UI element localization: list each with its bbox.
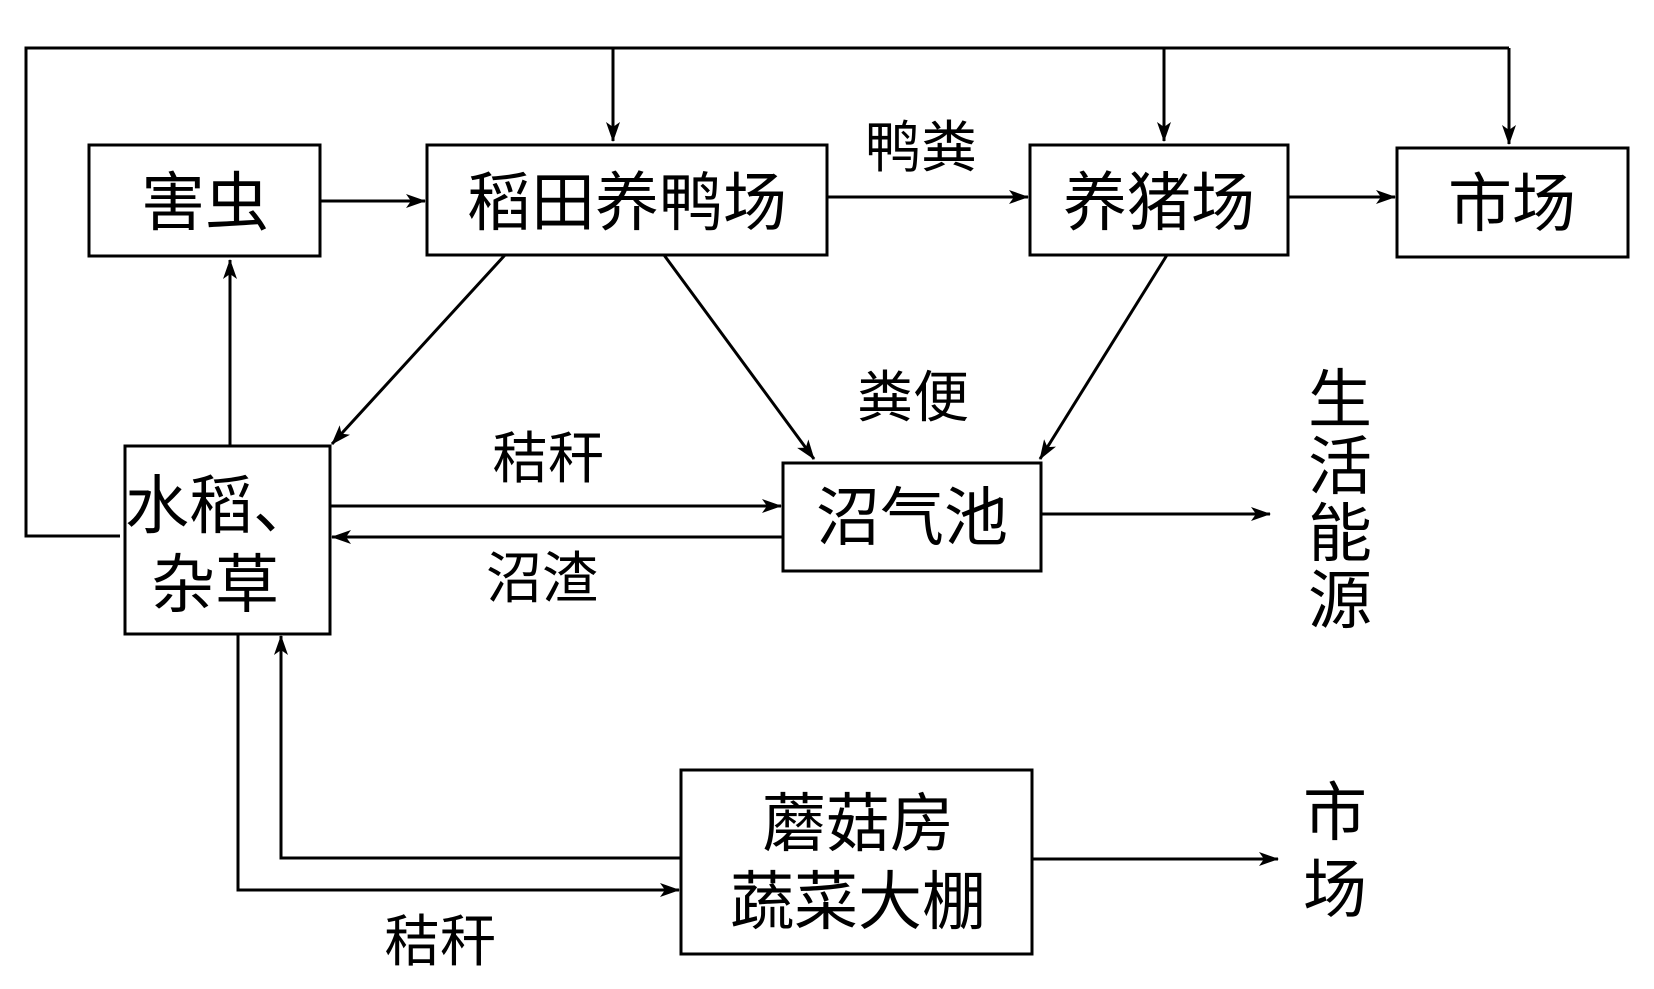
top-loop-line [24, 46, 1509, 538]
output-living-energy: 生 活 能 源 [1308, 364, 1372, 639]
node-rice-weeds-label-1: 水稻、 [125, 470, 317, 544]
edge-label-duck-manure: 鸭粪 [865, 116, 977, 181]
node-market-top: 市场 [1395, 146, 1630, 259]
edge-label-biogas-residue: 沼渣 [486, 547, 598, 612]
node-mushroom-greenhouse-label-1: 蘑菇房 [762, 788, 954, 862]
node-rice-duck-farm: 稻田养鸭场 [425, 143, 829, 257]
arrow-rice-duck-farm-to-biogas [662, 254, 816, 460]
output-living-energy-char-1: 生 [1308, 364, 1372, 438]
node-rice-weeds-label-2: 杂草 [151, 549, 279, 623]
arrow-pig-farm-to-biogas [1038, 254, 1169, 460]
edge-label-straw-bottom: 秸秆 [384, 910, 496, 975]
arrow-rice-duck-farm-to-rice-weeds [330, 253, 507, 446]
output-market-bottom-char-2: 场 [1303, 854, 1367, 928]
node-rice-weeds: 水稻、 杂草 [123, 444, 332, 636]
node-biogas-digester-label: 沼气池 [816, 482, 1008, 556]
node-pests-label: 害虫 [141, 167, 269, 241]
output-living-energy-char-4: 源 [1308, 565, 1372, 639]
node-pig-farm-label: 养猪场 [1063, 167, 1255, 241]
node-biogas-digester: 沼气池 [781, 461, 1043, 573]
node-rice-duck-farm-label: 稻田养鸭场 [467, 167, 787, 241]
output-market-bottom: 市 场 [1303, 777, 1367, 928]
node-market-top-label: 市场 [1448, 168, 1576, 242]
output-market-bottom-char-1: 市 [1303, 777, 1367, 851]
arrow-rice-weeds-to-mushroom [236, 634, 680, 897]
arrow-mushroom-to-rice-weeds [274, 635, 681, 860]
node-pests: 害虫 [87, 143, 322, 258]
edge-label-manure: 粪便 [857, 366, 969, 431]
output-living-energy-char-3: 能 [1308, 498, 1372, 572]
node-mushroom-greenhouse-label-2: 蔬菜大棚 [730, 866, 986, 940]
node-mushroom-greenhouse: 蘑菇房 蔬菜大棚 [679, 768, 1034, 956]
output-living-energy-char-2: 活 [1308, 431, 1372, 505]
node-pig-farm: 养猪场 [1028, 143, 1290, 257]
edge-label-straw-top: 秸秆 [492, 427, 604, 492]
